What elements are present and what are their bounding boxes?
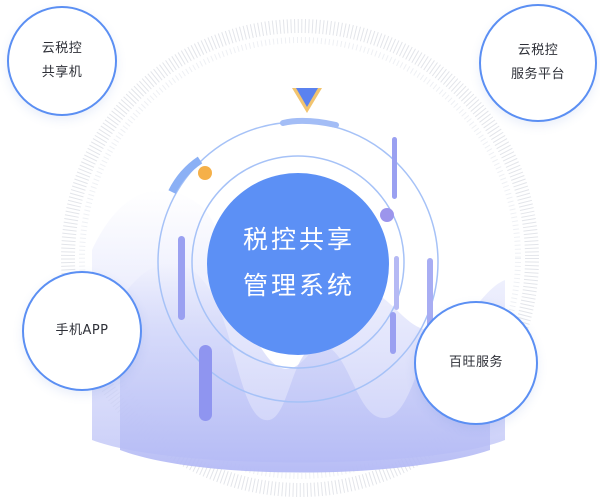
- node-baiwang-service[interactable]: 百旺服务: [414, 301, 538, 425]
- triangle-marker-blue: [296, 88, 318, 107]
- center-title-line2: 管理系统: [242, 271, 355, 300]
- node-label-line2: 共享机: [41, 65, 83, 80]
- outer-tick-ring: [61, 19, 539, 497]
- center-circle: [207, 173, 389, 355]
- outer-tick-ring-inner: [79, 37, 521, 479]
- node-cloud-tax-sharing-machine[interactable]: 云税控 共享机: [7, 6, 117, 116]
- node-label-line2: 服务平台: [510, 67, 565, 82]
- node-label-line1: 云税控: [517, 43, 559, 58]
- left-arc-segment: [168, 156, 203, 194]
- top-arc-segment: [280, 117, 339, 128]
- center-title: 税控共享 管理系统: [208, 172, 390, 354]
- bar-right-mid: [394, 256, 399, 310]
- bar-left-long: [178, 236, 185, 320]
- ring-middle: [191, 155, 405, 369]
- node-label: 百旺服务: [448, 355, 503, 370]
- center-title-line1: 税控共享: [242, 225, 355, 254]
- node-cloud-tax-service-platform[interactable]: 云税控 服务平台: [479, 4, 597, 122]
- node-mobile-app[interactable]: 手机APP: [22, 271, 142, 391]
- purple-dot: [380, 208, 394, 222]
- orange-dot: [198, 166, 212, 180]
- bar-left-bottom: [199, 345, 212, 421]
- bar-right-low: [390, 312, 396, 354]
- node-label: 手机APP: [55, 323, 109, 338]
- node-label-line1: 云税控: [41, 41, 83, 56]
- bar-right-far: [427, 258, 433, 336]
- bar-right-top: [392, 137, 397, 199]
